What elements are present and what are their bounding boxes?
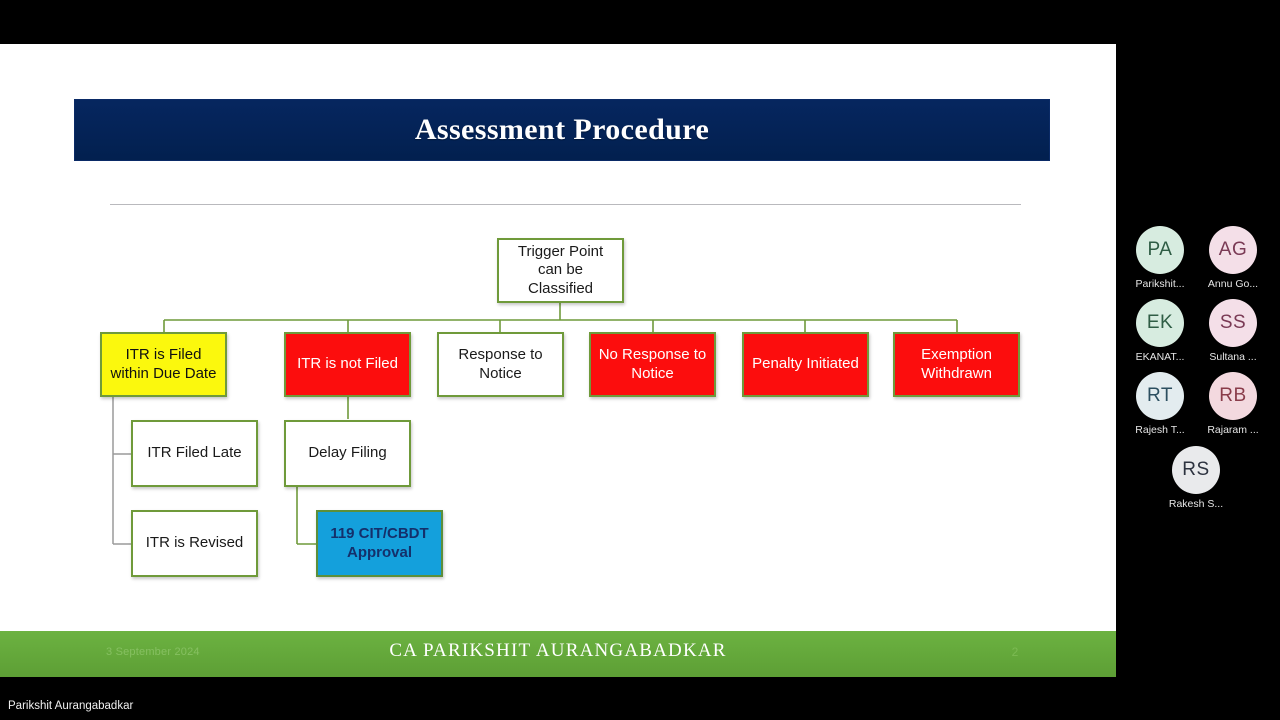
participant-tile[interactable]: SS Sultana ... bbox=[1193, 299, 1273, 363]
participant-name: Sultana ... bbox=[1209, 351, 1257, 363]
participant-name: Parikshit... bbox=[1135, 278, 1185, 290]
avatar: SS bbox=[1209, 299, 1257, 347]
avatar: RS bbox=[1172, 446, 1220, 494]
node-label: No Response to Notice bbox=[598, 346, 707, 382]
participant-tile[interactable]: PA Parikshit... bbox=[1120, 226, 1200, 290]
avatar: RB bbox=[1209, 372, 1257, 420]
node-label: Penalty Initiated bbox=[752, 355, 859, 373]
participant-tile[interactable]: RS Rakesh S... bbox=[1156, 446, 1236, 510]
page-title: Assessment Procedure bbox=[414, 113, 710, 146]
node-no-response-to-notice[interactable]: No Response to Notice bbox=[589, 332, 716, 397]
shared-slide: Assessment Procedure bbox=[0, 44, 1116, 677]
avatar: RT bbox=[1136, 372, 1184, 420]
participant-name: Annu Go... bbox=[1207, 278, 1259, 290]
flowchart-connectors bbox=[112, 303, 958, 545]
participant-tile[interactable]: RB Rajaram ... bbox=[1193, 372, 1273, 436]
participant-tile[interactable]: EK EKANAT... bbox=[1120, 299, 1200, 363]
avatar: AG bbox=[1209, 226, 1257, 274]
footer-date: 3 September 2024 bbox=[106, 646, 200, 658]
participant-name: Rakesh S... bbox=[1168, 498, 1224, 510]
slide-title-banner: Assessment Procedure bbox=[74, 99, 1050, 161]
node-itr-filed-late[interactable]: ITR Filed Late bbox=[131, 420, 258, 487]
participant-tile[interactable]: RT Rajesh T... bbox=[1120, 372, 1200, 436]
node-label: Response to Notice bbox=[458, 346, 543, 382]
participant-name: EKANAT... bbox=[1135, 351, 1185, 363]
avatar: EK bbox=[1136, 299, 1184, 347]
node-label: Trigger Point can be Classified bbox=[517, 243, 604, 297]
footer-presenter: CA PARIKSHIT AURANGABADKAR bbox=[389, 640, 727, 661]
flowchart: Trigger Point can be Classified ITR is F… bbox=[0, 44, 1116, 677]
participant-name: Rajaram ... bbox=[1207, 424, 1259, 436]
node-label: ITR Filed Late bbox=[147, 444, 242, 462]
node-trigger-point[interactable]: Trigger Point can be Classified bbox=[497, 238, 624, 303]
active-speaker-label: Parikshit Aurangabadkar bbox=[8, 700, 134, 712]
node-label: Delay Filing bbox=[308, 444, 387, 462]
footer-page-number: 2 bbox=[1011, 645, 1019, 659]
node-label: ITR is Filed within Due Date bbox=[110, 346, 217, 382]
node-119-cit-cbdt-approval[interactable]: 119 CIT/CBDT Approval bbox=[316, 510, 443, 577]
node-itr-not-filed[interactable]: ITR is not Filed bbox=[284, 332, 411, 397]
node-label: 119 CIT/CBDT Approval bbox=[330, 525, 429, 561]
node-exemption-withdrawn[interactable]: Exemption Withdrawn bbox=[893, 332, 1020, 397]
node-delay-filing[interactable]: Delay Filing bbox=[284, 420, 411, 487]
node-itr-is-revised[interactable]: ITR is Revised bbox=[131, 510, 258, 577]
node-penalty-initiated[interactable]: Penalty Initiated bbox=[742, 332, 869, 397]
avatar: PA bbox=[1136, 226, 1184, 274]
node-label: ITR is Revised bbox=[145, 534, 244, 552]
node-label: Exemption Withdrawn bbox=[921, 346, 992, 382]
node-label: ITR is not Filed bbox=[297, 355, 398, 373]
node-response-to-notice[interactable]: Response to Notice bbox=[437, 332, 564, 397]
node-itr-filed-within-due-date[interactable]: ITR is Filed within Due Date bbox=[100, 332, 227, 397]
title-divider bbox=[110, 204, 1021, 205]
slide-footer: 3 September 2024 CA PARIKSHIT AURANGABAD… bbox=[0, 631, 1116, 677]
participant-tile[interactable]: AG Annu Go... bbox=[1193, 226, 1273, 290]
participant-name: Rajesh T... bbox=[1135, 424, 1185, 436]
